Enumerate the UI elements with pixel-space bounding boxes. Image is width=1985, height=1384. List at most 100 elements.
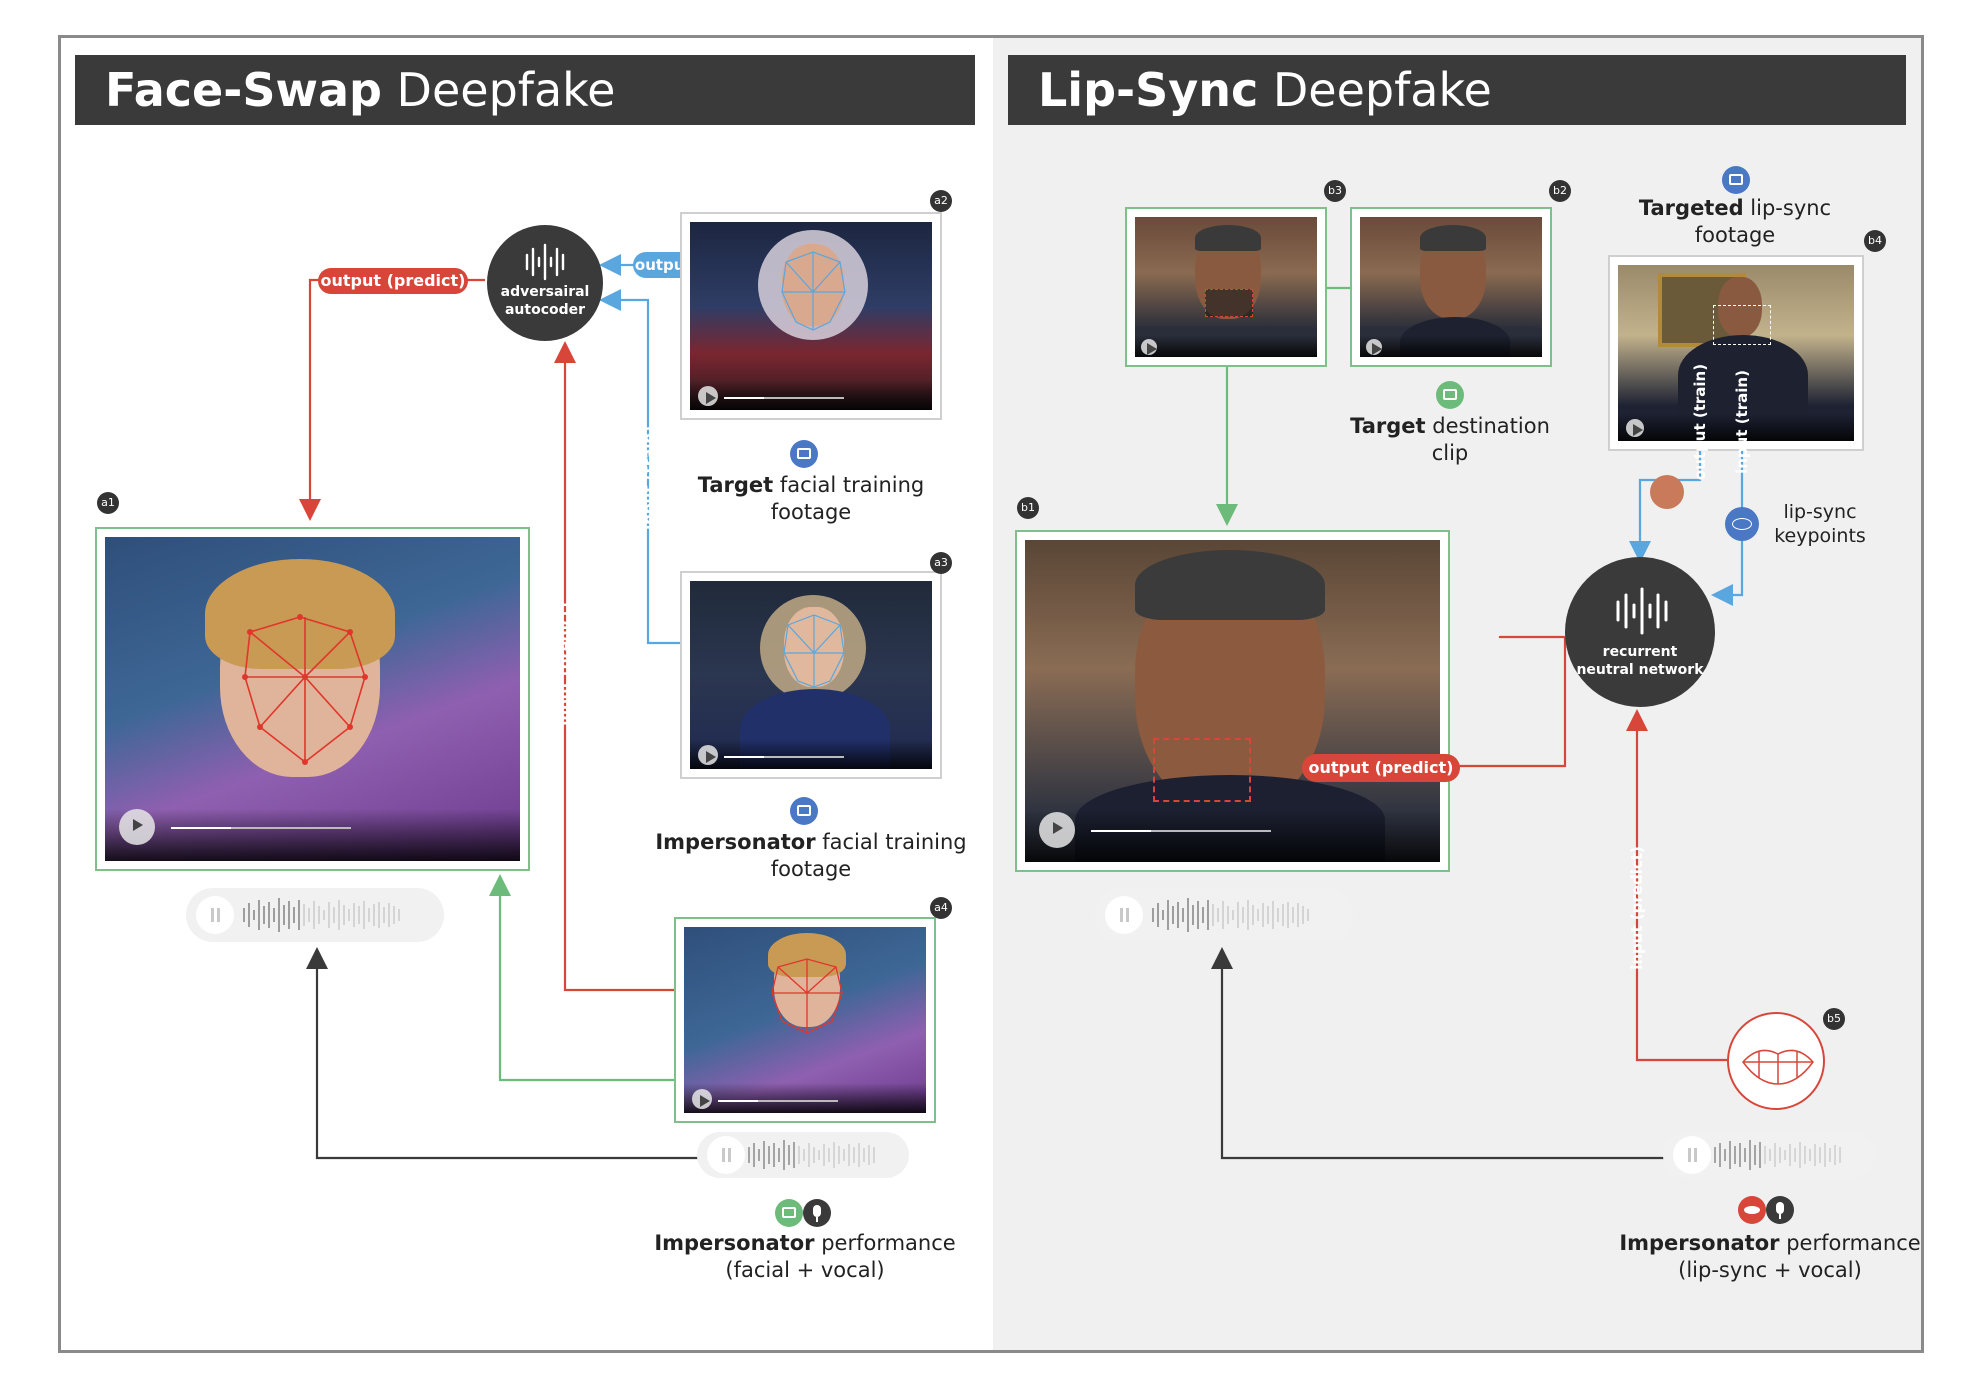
mouth-region-box — [1205, 289, 1253, 317]
waveform-icon — [1714, 1140, 1841, 1170]
lipsync-audio-flow-line — [1211, 947, 1668, 1160]
recurrent-label-line2: neutral network — [1576, 662, 1704, 678]
badge-a4: a4 — [930, 897, 952, 919]
lipsync-input-predict-text: input (predict) — [1628, 846, 1646, 970]
progress-bar[interactable] — [718, 1100, 838, 1102]
progress-bar[interactable] — [724, 756, 844, 758]
caption-line2: footage — [770, 500, 852, 524]
audio-player-a4[interactable] — [697, 1132, 909, 1178]
play-icon[interactable] — [692, 1089, 712, 1109]
face-landmark-mesh — [781, 251, 846, 331]
video-a3-frame — [690, 581, 932, 769]
video-clip-icon — [1722, 166, 1750, 194]
lipsync-title-bold: Lip-Sync — [1038, 63, 1259, 117]
video-clip-icon — [775, 1199, 803, 1227]
pause-icon[interactable] — [196, 896, 234, 934]
pause-icon[interactable] — [707, 1136, 745, 1174]
lipsync-input-train-label: input (train) — [1727, 358, 1757, 486]
faceswap-video-flow-line — [489, 874, 675, 1082]
video-controls — [690, 379, 932, 410]
play-icon[interactable] — [119, 809, 155, 845]
caption-bold: Target — [697, 473, 774, 497]
caption-bold: Impersonator — [655, 830, 816, 854]
face-landmark-mesh — [242, 614, 368, 765]
progress-bar[interactable] — [171, 827, 351, 829]
caption-rest: facial training — [815, 830, 967, 854]
caption-rest: facial training — [773, 473, 925, 497]
play-icon[interactable] — [1626, 419, 1644, 437]
waveform-icon — [1152, 898, 1309, 932]
video-controls — [1135, 334, 1317, 357]
faceswap-audio-flow-line — [306, 947, 700, 1160]
caption-rest: performance — [1779, 1231, 1921, 1255]
pause-icon[interactable] — [1105, 896, 1143, 934]
badge-a3: a3 — [930, 552, 952, 574]
lipsync-input-predict-label: input (predict) — [1622, 838, 1652, 978]
badge-b3: b3 — [1324, 180, 1346, 202]
badge-b2: b2 — [1549, 180, 1571, 202]
hair-shape — [1195, 225, 1261, 251]
body-shape — [1678, 335, 1808, 415]
lipsync-input-train-text: input (train) — [1733, 370, 1751, 474]
video-a3[interactable] — [680, 571, 942, 779]
waveform-icon — [525, 243, 565, 281]
progress-bar[interactable] — [1091, 830, 1271, 832]
faceswap-title-rest: Deepfake — [381, 63, 616, 117]
recurrent-label-line1: recurrent — [1602, 644, 1678, 660]
caption-line2: clip — [1431, 441, 1469, 465]
recurrent-label: recurrent neutral network — [1565, 643, 1715, 679]
video-b1[interactable] — [1015, 530, 1450, 872]
video-a2[interactable] — [680, 212, 942, 420]
lips-icon — [1650, 475, 1684, 509]
video-a4[interactable] — [674, 917, 936, 1123]
video-clip-icon — [1436, 381, 1464, 409]
face-shape — [1718, 277, 1762, 337]
play-icon[interactable] — [698, 745, 718, 765]
badge-b4: b4 — [1864, 230, 1886, 252]
play-icon[interactable] — [698, 386, 718, 406]
caption-line2: footage — [770, 857, 852, 881]
faceswap-output-predict-label: output (predict) — [318, 268, 468, 294]
caption-bold: Targeted — [1638, 196, 1744, 220]
play-icon[interactable] — [1141, 339, 1158, 356]
video-controls — [1618, 412, 1854, 441]
autocoder-label-line2: autocoder — [504, 302, 586, 318]
video-controls — [1360, 334, 1542, 357]
recurrent-network-node: recurrent neutral network — [1565, 557, 1715, 707]
mouth-mesh-icon — [1727, 1012, 1825, 1110]
play-icon[interactable] — [1366, 339, 1383, 356]
lipsync-input-predict-line — [1626, 709, 1727, 1062]
video-b2[interactable] — [1350, 207, 1552, 367]
video-a1-frame — [105, 537, 520, 861]
video-a4-frame — [684, 927, 926, 1113]
pause-icon[interactable] — [1673, 1136, 1711, 1174]
faceswap-input-train-text: input (train) — [640, 426, 658, 530]
caption-line2: footage — [1694, 223, 1776, 247]
video-b4[interactable] — [1608, 255, 1864, 451]
audio-player-right[interactable] — [1095, 888, 1353, 942]
impersonator-performance-caption-right: Impersonator performance (lip-sync + voc… — [1605, 1230, 1935, 1284]
audio-player-left[interactable] — [186, 888, 444, 942]
video-controls — [105, 809, 520, 861]
faceswap-input-train-label: input (train) — [634, 408, 664, 548]
audio-player-b5[interactable] — [1663, 1132, 1875, 1178]
face-landmark-mesh — [771, 958, 843, 1034]
lipsync-title-rest: Deepfake — [1258, 63, 1492, 117]
impersonator-performance-caption-left: Impersonator performance (facial + vocal… — [640, 1230, 970, 1284]
faceswap-input-predict-text: input (predict) — [556, 602, 574, 726]
play-icon[interactable] — [1039, 812, 1075, 848]
mouth-region-box — [1153, 738, 1251, 802]
caption-bold: Target — [1350, 414, 1426, 438]
keypoints-icon — [1725, 507, 1759, 541]
caption-rest: performance — [814, 1231, 956, 1255]
faceswap-input-predict-label: input (predict) — [550, 595, 580, 733]
progress-bar[interactable] — [724, 397, 844, 399]
faceswap-output-predict-line — [299, 278, 485, 521]
video-b1-frame — [1025, 540, 1440, 862]
video-a1[interactable] — [95, 527, 530, 871]
caption-line2: (facial + vocal) — [725, 1258, 885, 1282]
badge-a1: a1 — [97, 492, 119, 514]
video-b3[interactable] — [1125, 207, 1327, 367]
caption-rest: destination — [1425, 414, 1550, 438]
